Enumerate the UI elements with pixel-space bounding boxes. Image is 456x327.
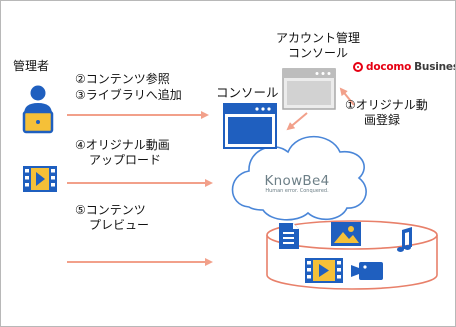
step-browse-content-label: ②コンテンツ参照 bbox=[75, 72, 170, 86]
video-file-icon bbox=[23, 166, 57, 192]
brand-name-part2: Business bbox=[414, 61, 455, 73]
step-preview-content-label-line1: ⑤コンテンツ bbox=[75, 203, 146, 217]
account-console-label-line2: コンソール bbox=[288, 46, 349, 60]
docomo-logo-mark-icon bbox=[353, 62, 363, 72]
knowbe4-logo-tagline: Human error. Conquered. bbox=[265, 188, 329, 194]
music-note-icon bbox=[397, 227, 412, 252]
arrow-account-to-console bbox=[286, 112, 308, 131]
document-icon bbox=[279, 223, 299, 249]
account-console-window bbox=[282, 68, 336, 110]
console-window bbox=[223, 103, 277, 149]
image-icon bbox=[331, 222, 361, 246]
knowbe4-logo-name: KnowBe4 bbox=[264, 173, 330, 189]
knowbe4-logo: KnowBe4 Human error. Conquered. bbox=[255, 173, 339, 194]
step-register-video-label-line2: 画登録 bbox=[364, 113, 401, 127]
step-preview-content-label-line2: プレビュー bbox=[89, 218, 150, 232]
account-console-label-line1: アカウント管理 bbox=[276, 31, 361, 45]
administrator-label: 管理者 bbox=[13, 59, 50, 73]
video-camera-icon bbox=[351, 262, 383, 280]
step-upload-video-label-line1: ④オリジナル動画 bbox=[75, 138, 170, 152]
brand-name-part1: docomo bbox=[366, 61, 412, 73]
knowbe4-cloud bbox=[231, 135, 367, 221]
arrow-register-video bbox=[339, 87, 355, 106]
administrator-icon bbox=[22, 85, 54, 134]
film-strip-icon bbox=[305, 258, 343, 283]
step-add-to-library-label: ③ライブラリへ追加 bbox=[75, 88, 182, 102]
console-label: コンソール bbox=[216, 85, 279, 100]
docomo-business-logo: docomo Business bbox=[353, 61, 455, 73]
step-upload-video-label-line2: アップロード bbox=[89, 153, 162, 167]
step-register-video-label-line1: ①オリジナル動 bbox=[345, 98, 428, 112]
